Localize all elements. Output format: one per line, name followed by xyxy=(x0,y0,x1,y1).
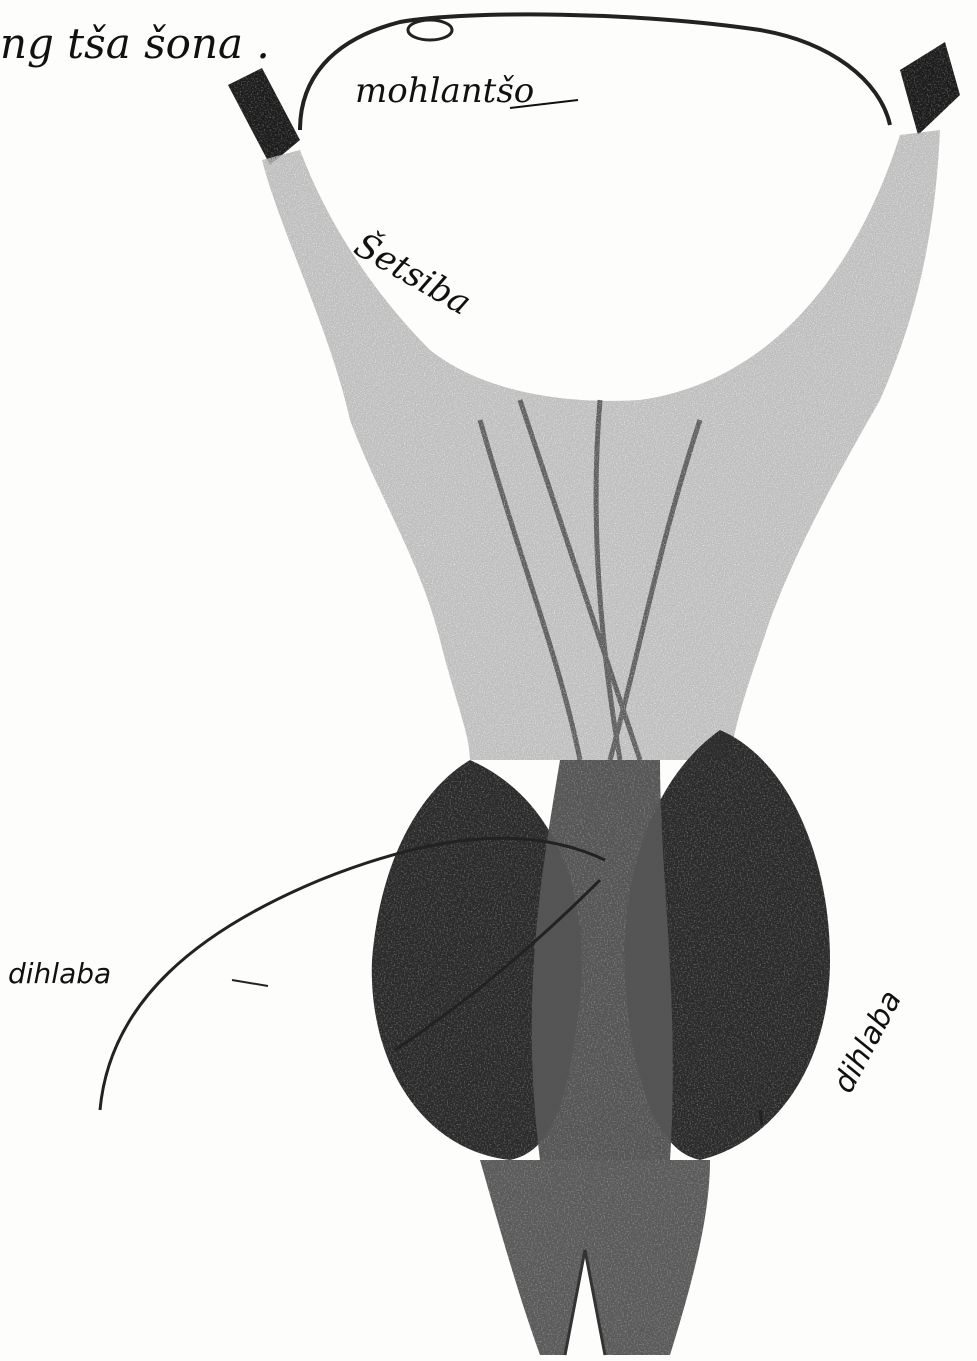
central-column xyxy=(532,760,673,1160)
label-dihlaba-right: dihlaba xyxy=(826,985,909,1099)
right-strap-tip xyxy=(900,42,960,135)
label-mohlantso: mohlantšo xyxy=(355,71,534,111)
garment-body xyxy=(262,130,940,760)
drawstring-knot xyxy=(408,20,452,40)
header-text: ng tša šona . xyxy=(0,19,270,68)
left-dash-mark xyxy=(232,980,268,986)
right-tick-mark xyxy=(760,1110,762,1125)
left-strap-tip xyxy=(228,68,300,165)
label-dihlaba-left: dihlaba xyxy=(8,957,111,990)
